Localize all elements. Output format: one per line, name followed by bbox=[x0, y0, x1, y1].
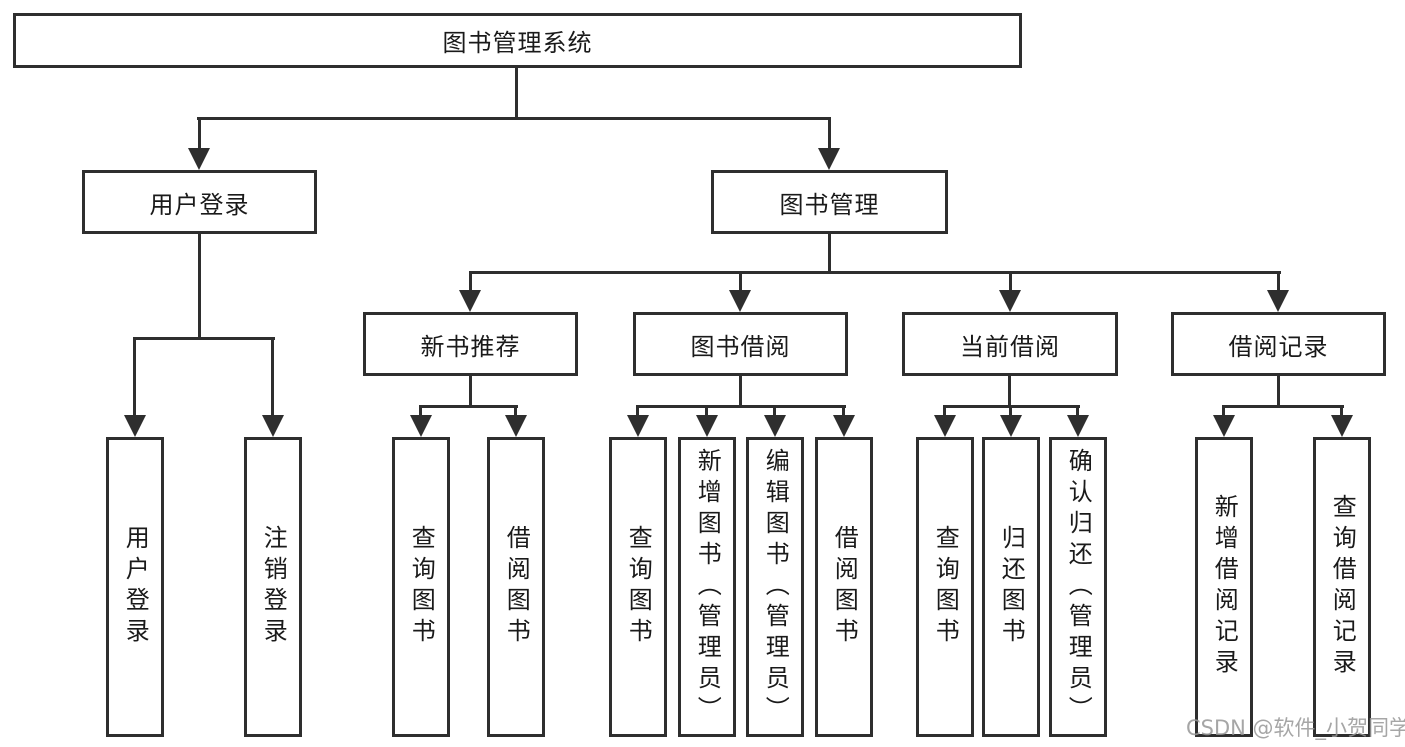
leaf-borrowing-edit-books-admin-label: 编辑图书（管理员） bbox=[761, 447, 790, 727]
leaf-user-login-label: 用户登录 bbox=[121, 525, 150, 649]
leaf-records-query-record-label: 查询借阅记录 bbox=[1328, 494, 1357, 680]
connector-line bbox=[469, 271, 472, 292]
connector-line bbox=[1277, 376, 1280, 407]
node-book-management-label: 图书管理 bbox=[779, 190, 880, 219]
leaf-user-login: 用户登录 bbox=[106, 437, 164, 737]
connector-line bbox=[1277, 271, 1280, 292]
node-borrow-records-label: 借阅记录 bbox=[1228, 332, 1329, 361]
node-current-borrowing: 当前借阅 bbox=[902, 312, 1118, 376]
leaf-current-query-books: 查询图书 bbox=[916, 437, 974, 737]
leaf-borrowing-query-books-label: 查询图书 bbox=[624, 525, 653, 649]
connector-line bbox=[636, 405, 846, 408]
connector-line bbox=[943, 405, 946, 417]
arrowhead-icon bbox=[1331, 415, 1353, 437]
connector-line bbox=[1008, 376, 1011, 407]
node-book-management: 图书管理 bbox=[711, 170, 948, 234]
connector-line bbox=[773, 405, 776, 417]
connector-line bbox=[739, 376, 742, 407]
leaf-borrowing-query-books: 查询图书 bbox=[609, 437, 667, 737]
leaf-borrowing-edit-books-admin: 编辑图书（管理员） bbox=[746, 437, 804, 737]
connector-line bbox=[469, 271, 1281, 274]
node-book-borrowing: 图书借阅 bbox=[633, 312, 848, 376]
leaf-borrowing-add-books-admin: 新增图书（管理员） bbox=[678, 437, 736, 737]
arrowhead-icon bbox=[459, 290, 481, 312]
connector-line bbox=[197, 117, 831, 120]
leaf-recommend-borrow-books: 借阅图书 bbox=[487, 437, 545, 737]
connector-line bbox=[514, 405, 517, 417]
connector-line bbox=[739, 271, 742, 292]
arrowhead-icon bbox=[764, 415, 786, 437]
arrowhead-icon bbox=[188, 148, 210, 170]
connector-line bbox=[1222, 405, 1225, 417]
node-user-login: 用户登录 bbox=[82, 170, 317, 234]
connector-line bbox=[419, 405, 518, 408]
leaf-records-add-record: 新增借阅记录 bbox=[1195, 437, 1253, 737]
node-current-borrowing-label: 当前借阅 bbox=[960, 332, 1060, 361]
leaf-recommend-borrow-books-label: 借阅图书 bbox=[502, 525, 531, 649]
arrowhead-icon bbox=[833, 415, 855, 437]
node-root: 图书管理系统 bbox=[13, 13, 1022, 68]
leaf-current-query-books-label: 查询图书 bbox=[931, 525, 960, 649]
node-root-label: 图书管理系统 bbox=[442, 29, 593, 57]
leaf-current-return-books-label: 归还图书 bbox=[997, 525, 1026, 649]
connector-line bbox=[198, 234, 201, 340]
arrowhead-icon bbox=[1267, 290, 1289, 312]
leaf-recommend-query-books-label: 查询图书 bbox=[407, 525, 436, 649]
connector-line bbox=[469, 376, 472, 407]
arrowhead-icon bbox=[729, 290, 751, 312]
node-borrow-records: 借阅记录 bbox=[1171, 312, 1386, 376]
connector-line bbox=[842, 405, 845, 417]
connector-line bbox=[828, 234, 831, 273]
connector-line bbox=[636, 405, 639, 417]
arrowhead-icon bbox=[696, 415, 718, 437]
leaf-borrowing-add-books-admin-label: 新增图书（管理员） bbox=[693, 447, 722, 727]
connector-line bbox=[419, 405, 422, 417]
arrowhead-icon bbox=[1000, 415, 1022, 437]
csdn-watermark: CSDN @软件_小贺同学 bbox=[1186, 716, 1405, 740]
connector-line bbox=[828, 117, 831, 151]
arrowhead-icon bbox=[505, 415, 527, 437]
leaf-borrowing-borrow-books-label: 借阅图书 bbox=[830, 525, 859, 649]
node-user-login-label: 用户登录 bbox=[149, 190, 250, 219]
arrowhead-icon bbox=[1067, 415, 1089, 437]
arrowhead-icon bbox=[124, 415, 146, 437]
connector-line bbox=[1222, 405, 1344, 408]
arrowhead-icon bbox=[934, 415, 956, 437]
connector-line bbox=[1076, 405, 1079, 417]
leaf-logout-label: 注销登录 bbox=[259, 525, 288, 649]
arrowhead-icon bbox=[999, 290, 1021, 312]
connector-line bbox=[133, 337, 275, 340]
leaf-records-query-record: 查询借阅记录 bbox=[1313, 437, 1371, 737]
connector-line bbox=[1009, 271, 1012, 292]
leaf-records-add-record-label: 新增借阅记录 bbox=[1210, 494, 1239, 680]
connector-line bbox=[198, 117, 201, 151]
arrowhead-icon bbox=[262, 415, 284, 437]
arrowhead-icon bbox=[1213, 415, 1235, 437]
node-book-borrowing-label: 图书借阅 bbox=[690, 332, 791, 361]
leaf-recommend-query-books: 查询图书 bbox=[392, 437, 450, 737]
connector-line bbox=[271, 337, 274, 417]
connector-line bbox=[133, 337, 136, 417]
leaf-logout: 注销登录 bbox=[244, 437, 302, 737]
leaf-current-confirm-return-admin: 确认归还（管理员） bbox=[1049, 437, 1107, 737]
leaf-current-confirm-return-admin-label: 确认归还（管理员） bbox=[1064, 447, 1093, 727]
leaf-borrowing-borrow-books: 借阅图书 bbox=[815, 437, 873, 737]
node-new-book-recommend: 新书推荐 bbox=[363, 312, 578, 376]
arrowhead-icon bbox=[818, 148, 840, 170]
connector-line bbox=[1009, 405, 1012, 417]
arrowhead-icon bbox=[410, 415, 432, 437]
node-new-book-recommend-label: 新书推荐 bbox=[420, 332, 521, 361]
leaf-current-return-books: 归还图书 bbox=[982, 437, 1040, 737]
arrowhead-icon bbox=[627, 415, 649, 437]
connector-line bbox=[1340, 405, 1343, 417]
connector-line bbox=[515, 68, 518, 119]
connector-line bbox=[705, 405, 708, 417]
